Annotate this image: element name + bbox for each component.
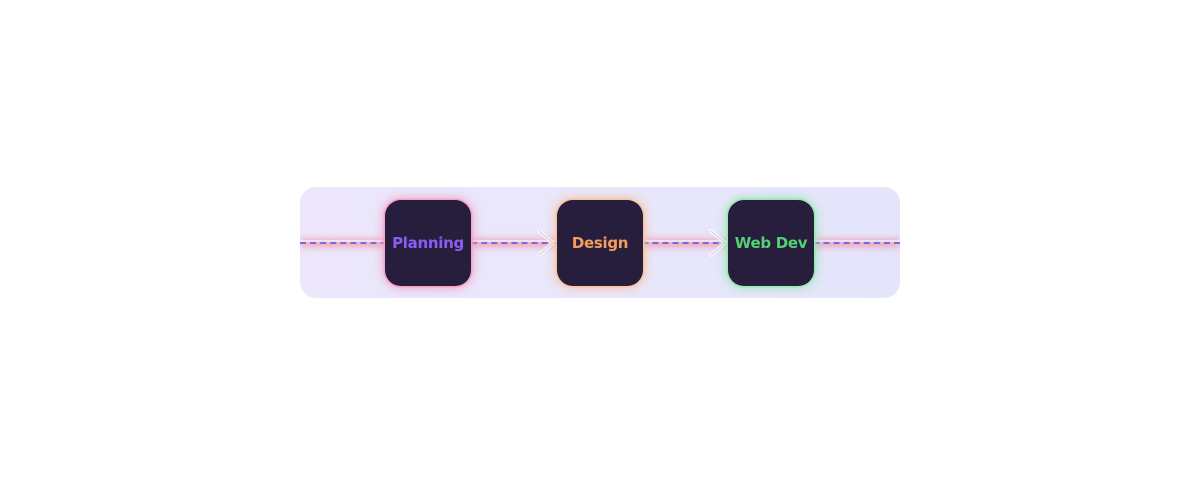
node-planning[interactable]: Planning (385, 200, 471, 286)
node-web-dev[interactable]: Web Dev (728, 200, 814, 286)
chevron-right-icon (709, 229, 727, 257)
chevron-right-icon (537, 229, 555, 257)
node-label: Design (571, 234, 629, 252)
node-design[interactable]: Design (557, 200, 643, 286)
node-label: Planning (392, 234, 464, 252)
node-label: Web Dev (734, 234, 808, 252)
pipeline-panel: Planning Design Web Dev (300, 187, 900, 298)
